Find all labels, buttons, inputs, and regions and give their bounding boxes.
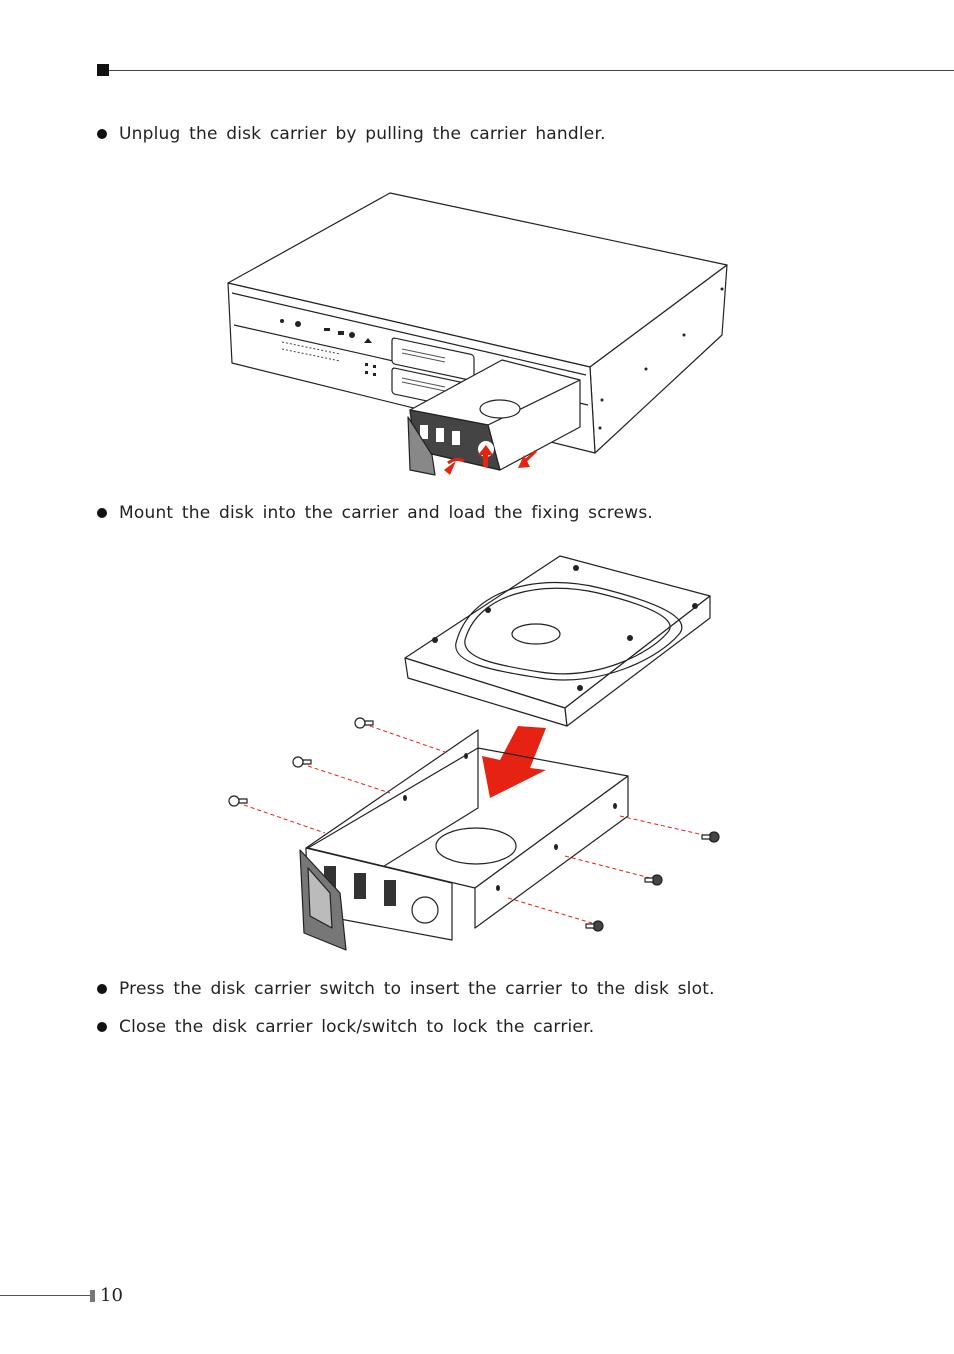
nas-unplug-illustration: [227, 192, 728, 476]
instruction-text-3: Press the disk carrier switch to insert …: [119, 979, 715, 999]
instruction-text-4: Close the disk carrier lock/switch to lo…: [119, 1017, 595, 1037]
instruction-item-2: Mount the disk into the carrier and load…: [97, 503, 653, 523]
bullet-dot-icon: [97, 984, 107, 994]
pull-arrow-icon: [444, 445, 538, 475]
bullet-dot-icon: [97, 129, 107, 139]
bullet-dot-icon: [97, 508, 107, 518]
footer-rule: [0, 1295, 90, 1296]
instruction-text-1: Unplug the disk carrier by pulling the c…: [119, 124, 606, 144]
bullet-dot-icon: [97, 1022, 107, 1032]
screw-icon: [228, 717, 720, 932]
disk-mount-illustration: [228, 555, 720, 951]
header-rule: [109, 70, 954, 71]
page-number: 10: [100, 1285, 123, 1306]
instruction-text-2: Mount the disk into the carrier and load…: [119, 503, 654, 523]
header-square-mark: [97, 64, 109, 76]
footer-tick-mark: [90, 1290, 95, 1302]
insert-arrow-icon: [482, 726, 546, 798]
instruction-item-1: Unplug the disk carrier by pulling the c…: [97, 124, 606, 144]
instruction-item-3: Press the disk carrier switch to insert …: [97, 979, 715, 999]
instruction-item-4: Close the disk carrier lock/switch to lo…: [97, 1017, 594, 1037]
